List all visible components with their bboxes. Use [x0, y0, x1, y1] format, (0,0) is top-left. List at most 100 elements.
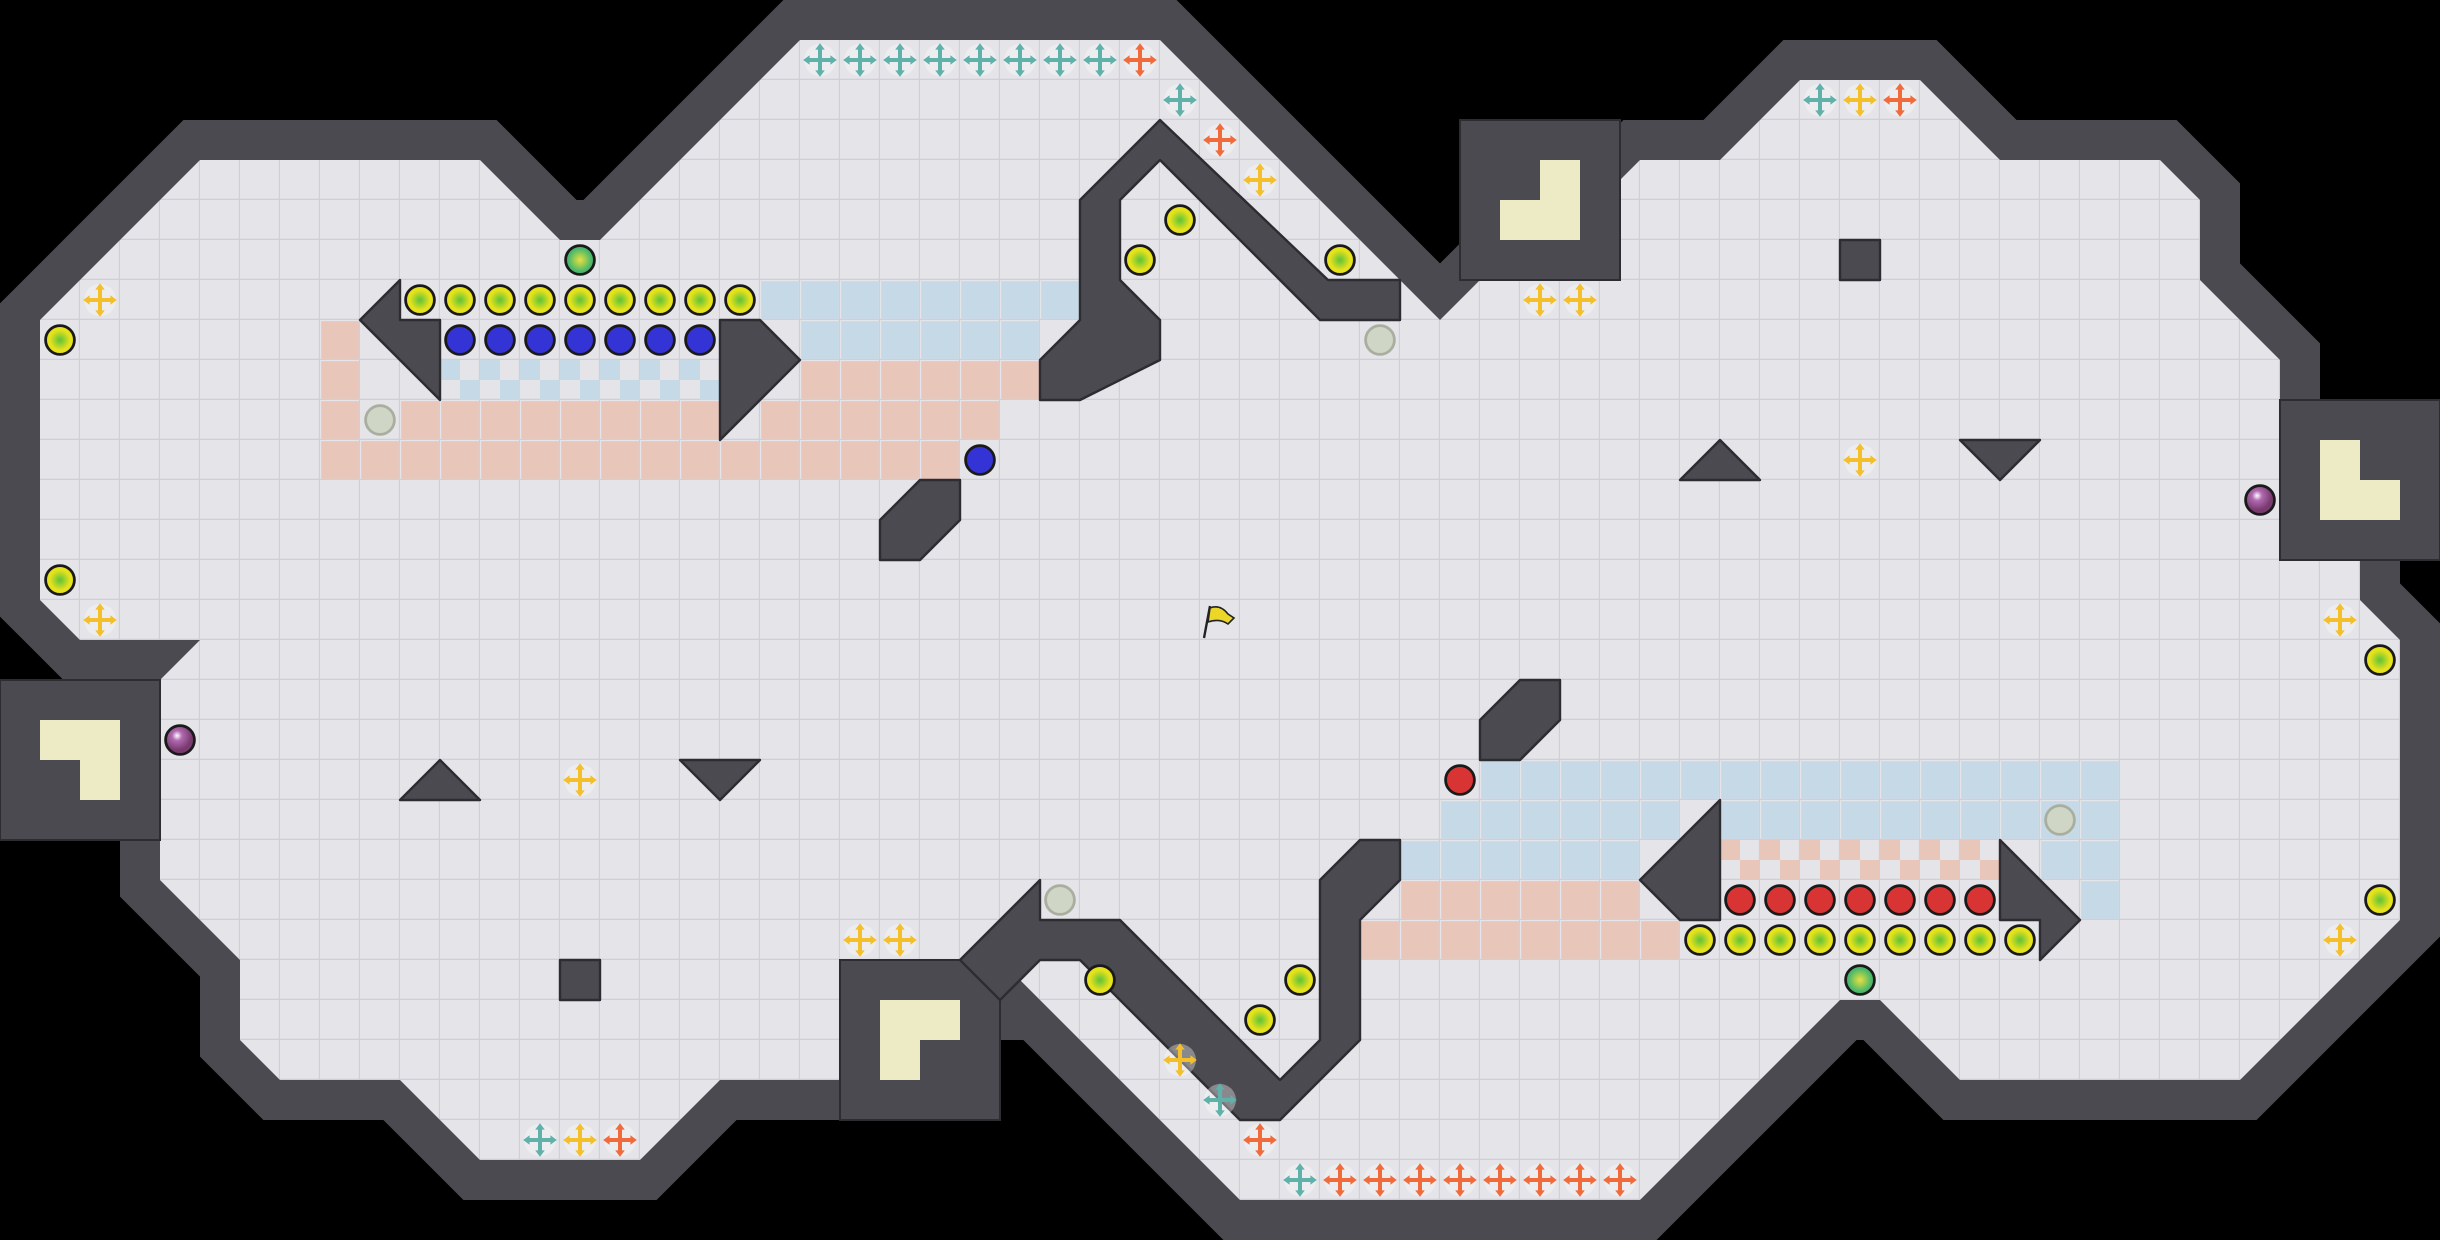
boost-arrow [1870, 95, 1877, 105]
blue-zone-tile [2081, 881, 2119, 919]
blue-zone-tile [1761, 801, 1799, 839]
boost-arrow [1323, 1175, 1330, 1185]
boost-arm [568, 1138, 592, 1142]
boost-arrow [603, 1135, 610, 1145]
wall-block [878, 478, 962, 562]
checker-tile [1840, 840, 1860, 860]
wall-triangle-up [1678, 438, 1762, 482]
yellow-ball-icon [1244, 1004, 1276, 1036]
checker-tile [1860, 860, 1880, 880]
boost-arrow [1870, 455, 1877, 465]
red-zone-tile [521, 401, 559, 439]
boost-arrow [910, 55, 917, 65]
boost-arrow [575, 790, 585, 797]
boost-arrow [1110, 55, 1117, 65]
boost-arrow [1535, 1190, 1545, 1197]
boost-pad-icon [83, 603, 117, 637]
boost-arrow [1510, 1175, 1517, 1185]
yellow-ball-icon [1924, 924, 1956, 956]
boost-arrow [1523, 1175, 1530, 1185]
boost-arrow [1430, 1175, 1437, 1185]
boost-arm [888, 58, 912, 62]
blue-zone-tile [961, 281, 999, 319]
boost-arrow [803, 55, 810, 65]
wall-square [1838, 238, 1882, 282]
boost-pad-icon [1523, 283, 1557, 317]
blue-zone-tile [1441, 801, 1479, 839]
boost-pad-icon [1563, 283, 1597, 317]
boost-arrow [1363, 1175, 1370, 1185]
red-zone-tile [1521, 921, 1559, 959]
yellow-ball-icon [524, 284, 556, 316]
blue-zone-tile [881, 321, 919, 359]
boost-arrow [1855, 110, 1865, 117]
wall-bottom-peninsula [958, 838, 1402, 1122]
red-ball-icon [1924, 884, 1956, 916]
blue-zone-tile [921, 321, 959, 359]
blue-zone-tile [1841, 801, 1879, 839]
red-zone-tile [481, 401, 519, 439]
boost-arrow [1243, 1135, 1250, 1145]
blue-zone-tile [2001, 761, 2039, 799]
wall-wedge [718, 318, 802, 442]
red-zone-tile [641, 401, 679, 439]
boost-arrow [2350, 615, 2357, 625]
red-zone-tile [561, 441, 599, 479]
red-zone-tile [401, 401, 439, 439]
yellow-ball-icon [564, 284, 596, 316]
boost-arrow [1415, 1163, 1425, 1170]
portal-tile [920, 1000, 960, 1040]
blue-zone-tile [1521, 761, 1559, 799]
yellow-ball-icon [1684, 924, 1716, 956]
boost-arrow [815, 43, 825, 50]
blue-zone-tile [1481, 801, 1519, 839]
boost-arrow [1203, 135, 1210, 145]
red-zone-tile [361, 441, 399, 479]
rolling-bomb-icon [164, 724, 196, 756]
boost-arrow [83, 615, 90, 625]
boost-arrow [883, 935, 890, 945]
boost-pad-icon [1003, 43, 1037, 77]
boost-arrow [110, 615, 117, 625]
boost-pad-icon [1163, 83, 1197, 117]
boost-arrow [1135, 43, 1145, 50]
boost-arm [1088, 58, 1112, 62]
blue-zone-tile [1481, 761, 1519, 799]
boost-arrow [575, 1150, 585, 1157]
boost-arrow [1843, 455, 1850, 465]
boost-arm [1528, 298, 1552, 302]
red-zone-tile [1481, 881, 1519, 919]
boost-arrow [1030, 55, 1037, 65]
blue-zone-tile [1881, 801, 1919, 839]
boost-arrow [1483, 1175, 1490, 1185]
boost-arm [1008, 58, 1032, 62]
red-zone-tile [1441, 881, 1479, 919]
yellow-ball-icon [44, 324, 76, 356]
boost-arrow [95, 603, 105, 610]
boost-arrow [1015, 43, 1025, 50]
boost-arrow [975, 43, 985, 50]
blue-ball-icon [684, 324, 716, 356]
red-zone-tile [921, 401, 959, 439]
blue-zone-tile [1521, 841, 1559, 879]
blue-zone-tile [1481, 841, 1519, 879]
blue-ball-icon [644, 324, 676, 356]
rolling-bomb-icon [2244, 484, 2276, 516]
blue-zone-tile [1601, 761, 1639, 799]
wall-block [1478, 678, 1562, 762]
red-zone-tile [441, 441, 479, 479]
boost-pad-icon [843, 43, 877, 77]
boost-arrow [1495, 1190, 1505, 1197]
boost-pad-icon [1243, 163, 1277, 197]
boost-arm [1048, 58, 1072, 62]
boost-arrow [1390, 1175, 1397, 1185]
boost-arrow [935, 70, 945, 77]
blue-zone-tile [1561, 841, 1599, 879]
red-zone-tile [1441, 921, 1479, 959]
boost-arm [848, 938, 872, 942]
blue-zone-tile [1921, 761, 1959, 799]
checker-tile [500, 380, 520, 400]
boost-arm [1448, 1178, 1472, 1182]
red-zone-tile [801, 361, 839, 399]
boost-pad-icon [563, 1123, 597, 1157]
